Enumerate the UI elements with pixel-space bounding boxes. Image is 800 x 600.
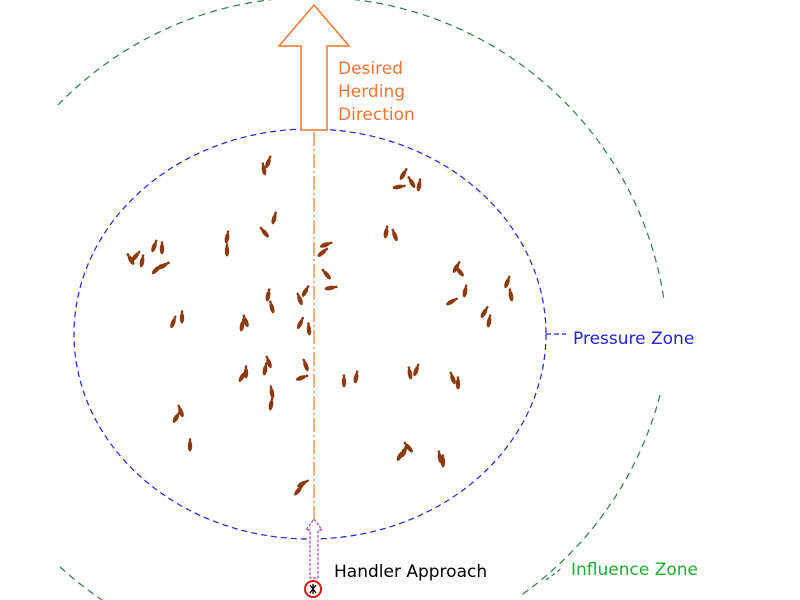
cattle-icon: [486, 314, 492, 328]
cattle-icon: [319, 241, 333, 248]
cattle-icon: [296, 292, 303, 306]
cattle-icon: [177, 404, 184, 418]
cattle-icon: [242, 314, 249, 328]
cattle-icon: [294, 484, 304, 496]
cattle-icon: [268, 397, 274, 411]
cattle-icon: [449, 371, 456, 385]
cattle-icon: [324, 285, 338, 291]
influence-zone-label: Influence Zone: [571, 560, 698, 580]
cattle-icon: [271, 211, 277, 225]
cattle-icon: [259, 226, 269, 238]
cattle-icon: [455, 376, 461, 390]
cattle-icon: [399, 168, 408, 180]
cattle-icon: [462, 284, 468, 298]
influence-zone-leader: [545, 567, 563, 581]
cattle-icon: [454, 265, 464, 277]
handler-approach-arrow: [304, 517, 324, 579]
cattle-icon: [317, 247, 329, 257]
cattle-icon: [321, 268, 331, 280]
influence-zone-circle-upper: [57, 0, 665, 301]
cattle-icon: [224, 230, 230, 244]
cattle-icon: [392, 184, 406, 190]
cattle-icon: [265, 155, 272, 169]
cattle-icon: [391, 228, 398, 242]
cattle-icon: [265, 288, 271, 302]
cattle-icon: [302, 358, 309, 372]
cattle-icon: [269, 300, 275, 314]
cattle-icon: [353, 370, 359, 384]
cattle-icon: [508, 288, 514, 302]
cattle-icon: [295, 374, 309, 381]
cattle-icon: [396, 449, 405, 461]
cattle-icon: [151, 264, 162, 275]
cattle-icon: [170, 315, 177, 329]
cattle-icon: [262, 362, 268, 376]
cattle-icon: [243, 365, 249, 379]
influence-zone-circle-lower-left: [59, 566, 103, 600]
cattle-icon: [341, 374, 347, 388]
direction-label-line-3: Direction: [338, 105, 415, 125]
cattle-icon: [261, 162, 267, 176]
cattle-icon: [139, 254, 145, 268]
cattle-icon: [224, 243, 230, 257]
cattle-icon: [179, 310, 185, 324]
handler-person-icon: [304, 580, 322, 598]
cattle-icon: [504, 275, 511, 289]
cattle-herd: [126, 155, 514, 496]
cattle-icon: [265, 355, 272, 369]
handler-approach-label: Handler Approach: [334, 562, 487, 582]
cattle-icon: [383, 225, 389, 239]
cattle-icon: [413, 363, 420, 377]
cattle-icon: [403, 441, 413, 453]
cattle-icon: [301, 285, 310, 297]
cattle-icon: [407, 366, 413, 380]
cattle-icon: [407, 176, 416, 188]
cattle-icon: [480, 306, 489, 318]
cattle-icon: [440, 454, 446, 468]
pressure-zone-label: Pressure Zone: [573, 329, 694, 349]
cattle-icon: [297, 479, 309, 488]
cattle-icon: [296, 316, 304, 330]
cattle-icon: [269, 385, 275, 399]
cattle-icon: [416, 178, 422, 192]
cattle-icon: [306, 322, 312, 336]
cattle-icon: [158, 261, 170, 270]
cattle-icon: [126, 253, 135, 265]
cattle-icon: [446, 297, 458, 306]
cattle-icon: [151, 239, 158, 253]
influence-zone-circle-lower: [519, 394, 661, 597]
up-arrow-icon: [277, 3, 351, 131]
cattle-icon: [159, 241, 165, 255]
direction-label-line-2: Herding: [338, 82, 405, 102]
cattle-icon: [187, 438, 193, 452]
direction-label-line-1: Desired: [338, 59, 403, 79]
